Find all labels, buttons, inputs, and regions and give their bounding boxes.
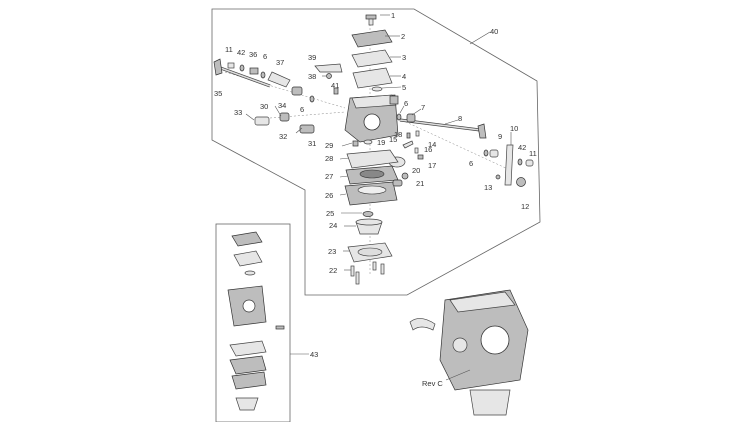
callout-33: 33 xyxy=(234,108,242,117)
callout-35: 35 xyxy=(214,89,222,98)
callout-37: 37 xyxy=(276,58,284,67)
callout-36: 36 xyxy=(249,50,257,59)
callout-19: 19 xyxy=(377,138,385,147)
callout-11-right: 11 xyxy=(529,149,537,158)
callout-28: 28 xyxy=(325,154,333,163)
callout-26: 26 xyxy=(325,191,333,200)
callout-8: 8 xyxy=(458,114,462,123)
callout-5: 5 xyxy=(402,83,406,92)
callout-20: 20 xyxy=(412,166,420,175)
callout-6-right-top: 6 xyxy=(404,99,408,108)
callout-21: 21 xyxy=(416,179,424,188)
callout-2: 2 xyxy=(401,32,405,41)
callout-6-left: 6 xyxy=(263,52,267,61)
callout-40: 40 xyxy=(490,27,498,36)
callout-42-left: 42 xyxy=(237,48,245,57)
callout-12: 12 xyxy=(521,202,529,211)
callout-3: 3 xyxy=(402,53,406,62)
callout-41: 41 xyxy=(331,81,339,90)
callout-22: 22 xyxy=(329,266,337,275)
leader-lines xyxy=(245,14,512,381)
callout-18: 18 xyxy=(394,130,402,139)
callout-23: 23 xyxy=(328,247,336,256)
callout-32: 32 xyxy=(279,132,287,141)
callouts: 1 2 3 4 5 40 39 38 41 11 42 36 6 37 35 3… xyxy=(214,11,537,388)
revision-label: Rev C xyxy=(422,379,443,388)
callout-42-right: 42 xyxy=(518,143,526,152)
callout-1: 1 xyxy=(391,11,395,20)
callout-17: 17 xyxy=(428,161,436,170)
callout-31: 31 xyxy=(308,139,316,148)
callout-6-right: 6 xyxy=(469,159,473,168)
callout-34: 34 xyxy=(278,101,286,110)
callout-10: 10 xyxy=(510,124,518,133)
callout-14: 14 xyxy=(428,140,436,149)
callout-30: 30 xyxy=(260,102,268,111)
callout-25: 25 xyxy=(326,209,334,218)
callout-27: 27 xyxy=(325,172,333,181)
callout-7: 7 xyxy=(421,103,425,112)
parts xyxy=(213,14,534,416)
callout-13: 13 xyxy=(484,183,492,192)
assembly-43-box xyxy=(215,223,291,422)
callout-4: 4 xyxy=(402,72,406,81)
callout-6-mid: 6 xyxy=(300,105,304,114)
callout-39: 39 xyxy=(308,53,316,62)
callout-38: 38 xyxy=(308,72,316,81)
callout-24: 24 xyxy=(329,221,337,230)
callout-16: 16 xyxy=(424,145,432,154)
callout-11-left: 11 xyxy=(225,45,233,54)
callout-15: 15 xyxy=(389,135,397,144)
callout-43: 43 xyxy=(310,350,318,359)
callout-9: 9 xyxy=(498,132,502,141)
callout-29: 29 xyxy=(325,141,333,150)
assembly-40-outline xyxy=(211,8,541,296)
